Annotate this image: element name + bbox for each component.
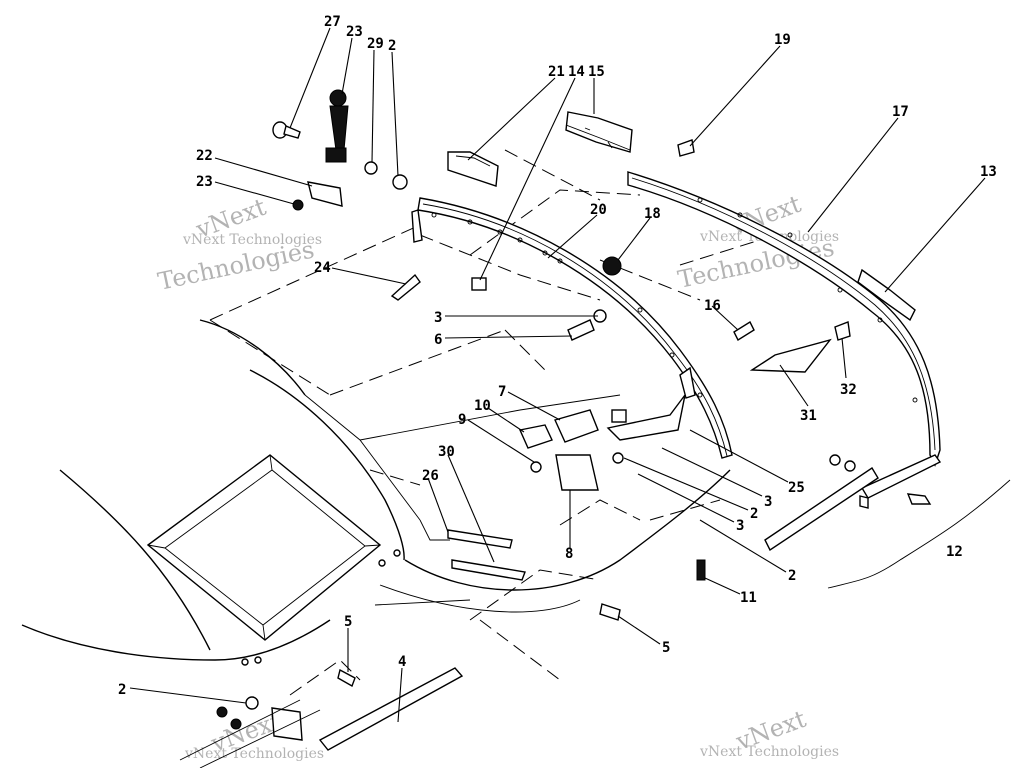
callout-18: 18 bbox=[644, 206, 661, 222]
callout-7: 7 bbox=[498, 384, 506, 400]
callout-2d: 2 bbox=[118, 682, 126, 698]
part-21-bracket bbox=[447, 151, 499, 187]
callout-10: 10 bbox=[474, 398, 491, 414]
part-nut-lower-b bbox=[230, 718, 242, 730]
callout-9: 9 bbox=[458, 412, 466, 428]
callout-4: 4 bbox=[398, 654, 406, 670]
callout-23b: 23 bbox=[196, 174, 213, 190]
watermark-brand-full: vNext Technologies bbox=[182, 232, 322, 248]
part-23-nut bbox=[292, 199, 304, 211]
part-29-washer bbox=[364, 161, 378, 175]
callout-32: 32 bbox=[840, 382, 857, 398]
part-2-bracket-lower bbox=[271, 707, 303, 741]
callout-21: 21 bbox=[548, 64, 565, 80]
part-4-rod bbox=[318, 667, 464, 751]
callout-30: 30 bbox=[438, 444, 455, 460]
part-22-bracket bbox=[307, 181, 343, 207]
callout-23: 23 bbox=[346, 24, 363, 40]
part-5-bolt-left bbox=[337, 668, 356, 688]
part-15-plate bbox=[565, 111, 633, 153]
latch-assembly bbox=[519, 394, 686, 491]
callout-3b: 3 bbox=[764, 494, 772, 510]
callout-14: 14 bbox=[568, 64, 585, 80]
part-2-nut-lower bbox=[245, 696, 259, 710]
callout-12-brace bbox=[827, 479, 1011, 589]
callout-2c: 2 bbox=[788, 568, 796, 584]
callout-12: 12 bbox=[946, 544, 963, 560]
part-18-grommet bbox=[602, 256, 622, 276]
part-32-bolt bbox=[834, 321, 851, 341]
callout-29: 29 bbox=[367, 36, 384, 52]
callout-15: 15 bbox=[588, 64, 605, 80]
callout-labels: 27 23 29 2 21 14 15 19 17 22 23 20 18 13… bbox=[118, 14, 997, 698]
callout-13: 13 bbox=[980, 164, 997, 180]
part-nut-lower-a bbox=[216, 706, 228, 718]
callout-31: 31 bbox=[800, 408, 817, 424]
callout-5: 5 bbox=[662, 640, 670, 656]
callout-8: 8 bbox=[565, 546, 573, 562]
part-5-bolt-right bbox=[599, 603, 621, 621]
callout-17: 17 bbox=[892, 104, 909, 120]
callout-19: 19 bbox=[774, 32, 791, 48]
part-6-bolt bbox=[567, 319, 595, 341]
watermark-brand-full: vNext Technologies bbox=[184, 746, 324, 762]
leader-lines bbox=[129, 27, 986, 723]
phantom-lines bbox=[209, 149, 761, 696]
callout-20: 20 bbox=[590, 202, 607, 218]
part-31-bracket bbox=[749, 338, 832, 373]
bumper-bar bbox=[411, 197, 733, 459]
part-26-strip bbox=[447, 529, 513, 549]
callout-27: 27 bbox=[324, 14, 341, 30]
part-13-bracket bbox=[857, 268, 916, 322]
callout-3: 3 bbox=[434, 310, 442, 326]
callout-25: 25 bbox=[788, 480, 805, 496]
part-30-strip bbox=[451, 559, 526, 581]
callout-6: 6 bbox=[434, 332, 442, 348]
callout-5b: 5 bbox=[344, 614, 352, 630]
callout-2: 2 bbox=[388, 38, 396, 54]
part-12-nut bbox=[829, 454, 841, 466]
part-12-washer bbox=[844, 460, 856, 472]
part-12-bar bbox=[764, 467, 879, 552]
callout-11: 11 bbox=[740, 590, 757, 606]
part-12-bolt bbox=[906, 493, 932, 505]
body-panel-outline bbox=[21, 319, 731, 666]
part-19-screw bbox=[677, 139, 695, 157]
part-24-rivet bbox=[390, 273, 421, 301]
callout-24: 24 bbox=[314, 260, 331, 276]
callout-2b: 2 bbox=[750, 506, 758, 522]
part-11-stud bbox=[696, 559, 706, 581]
rear-rail bbox=[627, 171, 942, 509]
callout-16: 16 bbox=[704, 298, 721, 314]
part-16-bolt bbox=[733, 320, 755, 342]
callout-22: 22 bbox=[196, 148, 213, 164]
part-2-nut bbox=[392, 174, 408, 190]
callout-26: 26 bbox=[422, 468, 439, 484]
part-27-bolt bbox=[272, 121, 301, 139]
watermark-brand-full: vNext Technologies bbox=[699, 744, 839, 760]
part-23-stud bbox=[325, 89, 349, 163]
part-14-clip bbox=[471, 277, 487, 291]
callout-3c: 3 bbox=[736, 518, 744, 534]
